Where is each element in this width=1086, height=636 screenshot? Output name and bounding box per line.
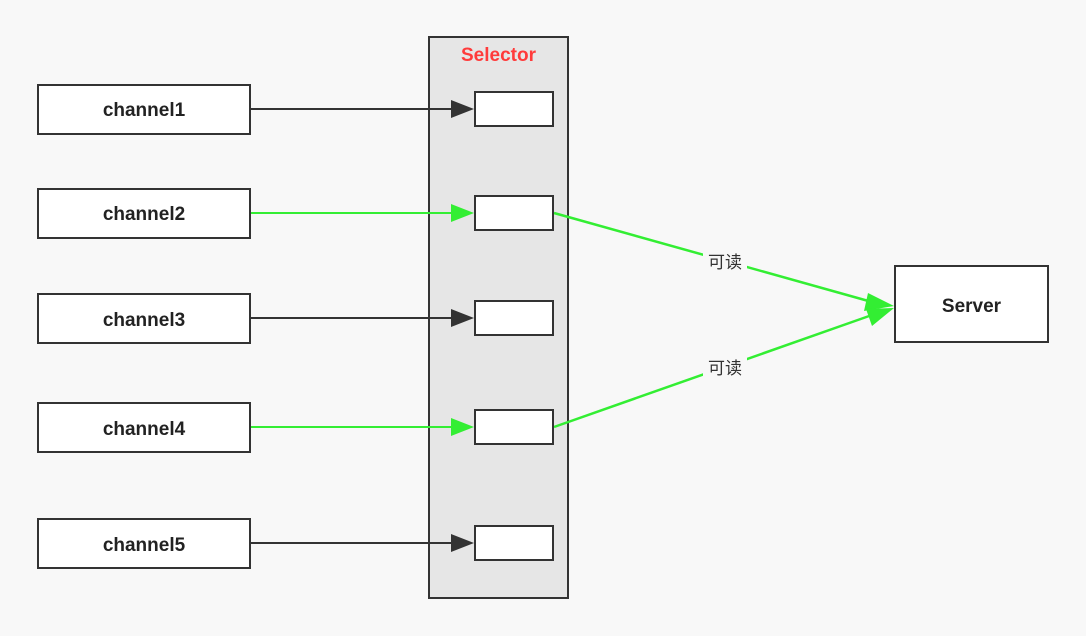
selector-slot-4	[474, 409, 554, 445]
arrow-head	[866, 308, 894, 326]
selector-slot-3	[474, 300, 554, 336]
link-channel4	[250, 418, 474, 436]
edge-label-readable: 可读	[708, 359, 742, 379]
arrow-head	[451, 534, 474, 552]
selector-slot-5	[474, 525, 554, 561]
link-channel1	[250, 100, 474, 118]
link-channel5	[250, 534, 474, 552]
edge-label-readable: 可读	[708, 253, 742, 273]
link-channel2	[250, 204, 474, 222]
channel-box	[37, 293, 251, 344]
channel-box-5: channel5	[37, 518, 251, 569]
channel-box-2: channel2	[37, 188, 251, 239]
channel-label: channel5	[103, 535, 186, 556]
link-channel3	[250, 309, 474, 327]
channel-label: channel4	[103, 419, 186, 440]
channel-box-1: channel1	[37, 84, 251, 135]
server-label: Server	[942, 296, 1002, 317]
channel-box	[37, 518, 251, 569]
channel-box	[37, 188, 251, 239]
server-node: Server	[894, 265, 1049, 343]
selector-title: Selector	[461, 45, 537, 66]
channel-links	[250, 100, 474, 552]
server-box	[894, 265, 1049, 343]
selector-slot-1	[474, 91, 554, 127]
server-links: 可读 可读	[553, 211, 894, 429]
arrow-head	[451, 309, 474, 327]
channel-box	[37, 402, 251, 453]
arrow-head	[451, 204, 474, 222]
arrow-head	[451, 100, 474, 118]
arrow-head	[864, 293, 894, 311]
edge-label-bg	[703, 356, 747, 380]
channel-label: channel1	[103, 100, 186, 121]
channel-box	[37, 84, 251, 135]
channel-label: channel2	[103, 204, 185, 225]
channel-label: channel3	[103, 310, 185, 331]
channel-box-4: channel4	[37, 402, 251, 453]
selector-slot-2	[474, 195, 554, 231]
arrow-head	[451, 418, 474, 436]
edge-label-bg	[703, 250, 747, 274]
channel-box-3: channel3	[37, 293, 251, 344]
selector-slots	[474, 91, 554, 561]
